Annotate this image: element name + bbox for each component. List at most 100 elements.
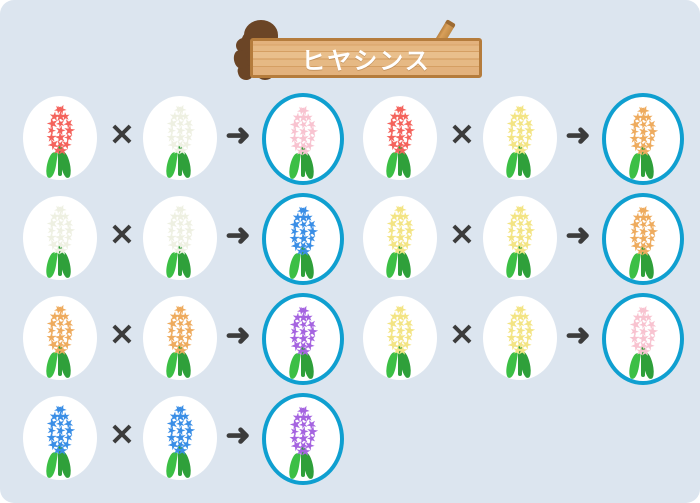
result-disc-highlighted	[262, 393, 344, 485]
hyacinth-flower	[278, 205, 328, 281]
hyacinth-flower	[375, 304, 425, 380]
parent2-flower[interactable]	[480, 92, 560, 184]
result-flower[interactable]	[262, 392, 344, 485]
result-arrow-icon: ➜	[225, 119, 251, 152]
floret	[54, 210, 66, 222]
flower-disc	[363, 196, 437, 280]
flower-disc	[23, 396, 97, 480]
cross-grid: ✕➜✕➜✕➜✕➜✕➜✕➜✕➜	[0, 88, 700, 503]
hyacinth-flower	[35, 204, 85, 280]
cross-operator-icon: ✕	[449, 119, 475, 152]
parent2-flower[interactable]	[140, 92, 220, 184]
flower-disc	[143, 396, 217, 480]
result-flower[interactable]	[602, 292, 684, 385]
floret	[514, 310, 526, 322]
hyacinth-flower	[495, 104, 545, 180]
flower-disc	[23, 96, 97, 180]
floret	[394, 210, 406, 222]
hyacinth-flower	[618, 305, 668, 381]
result-arrow-icon: ➜	[565, 219, 591, 252]
page-title: ヒヤシンス	[301, 47, 431, 75]
chart-header: ヒヤシンス	[0, 0, 700, 88]
leaf	[288, 452, 301, 480]
cross-pair: ✕➜	[20, 188, 360, 288]
floret	[174, 210, 186, 222]
hyacinth-flower	[618, 205, 668, 281]
cross-pair: ✕➜	[20, 288, 360, 388]
hyacinth-flower	[155, 404, 205, 480]
parent2-flower[interactable]	[480, 292, 560, 384]
flower-disc	[483, 96, 557, 180]
result-arrow-icon: ➜	[565, 119, 591, 152]
floret	[640, 146, 651, 157]
result-flower[interactable]	[262, 292, 344, 385]
stem	[178, 146, 182, 176]
cross-row: ✕➜	[0, 388, 700, 488]
cross-pair: ✕➜	[20, 388, 360, 488]
parent2-flower[interactable]	[140, 292, 220, 384]
flower-disc	[483, 296, 557, 380]
stem	[58, 246, 62, 276]
leaf	[165, 251, 178, 279]
leaf	[385, 151, 398, 179]
floret	[174, 310, 186, 322]
floret	[54, 110, 66, 122]
parent1-flower[interactable]	[20, 292, 100, 384]
floret	[57, 245, 68, 256]
leaf	[165, 151, 178, 179]
stem	[58, 146, 62, 176]
parent2-flower[interactable]	[140, 392, 220, 484]
floret	[297, 211, 309, 223]
flower-spike	[164, 404, 196, 454]
stem	[641, 247, 645, 277]
floret	[637, 211, 649, 223]
hyacinth-flower	[278, 105, 328, 181]
parent2-flower[interactable]	[140, 192, 220, 284]
parent1-flower[interactable]	[360, 192, 440, 284]
flower-spike	[287, 405, 319, 455]
flower-spike	[287, 305, 319, 355]
result-flower[interactable]	[262, 192, 344, 285]
parent1-flower[interactable]	[20, 192, 100, 284]
result-arrow-icon: ➜	[225, 319, 251, 352]
leaf	[628, 352, 641, 380]
floret	[297, 411, 309, 423]
cross-operator-icon: ✕	[449, 319, 475, 352]
flower-spike	[164, 204, 196, 254]
leaf	[45, 451, 58, 479]
result-flower[interactable]	[602, 92, 684, 185]
signboard-plank	[250, 38, 482, 78]
floret	[300, 246, 311, 257]
cross-operator-icon: ✕	[109, 119, 135, 152]
cross-operator-icon: ✕	[109, 219, 135, 252]
flower-spike	[627, 105, 659, 155]
cross-operator-icon: ✕	[109, 319, 135, 352]
result-flower[interactable]	[262, 92, 344, 185]
stem	[518, 346, 522, 376]
parent1-flower[interactable]	[360, 292, 440, 384]
flower-spike	[627, 205, 659, 255]
parent2-flower[interactable]	[480, 192, 560, 284]
floret	[517, 145, 528, 156]
floret	[57, 145, 68, 156]
stem	[301, 147, 305, 177]
floret	[54, 310, 66, 322]
stem	[641, 347, 645, 377]
floret	[297, 111, 309, 123]
floret	[394, 110, 406, 122]
floret	[397, 345, 408, 356]
flower-spike	[504, 104, 536, 154]
cross-row: ✕➜✕➜	[0, 88, 700, 188]
parent1-flower[interactable]	[360, 92, 440, 184]
parent1-flower[interactable]	[20, 92, 100, 184]
result-flower[interactable]	[602, 192, 684, 285]
leaf	[45, 351, 58, 379]
flower-spike	[287, 105, 319, 155]
parent1-flower[interactable]	[20, 392, 100, 484]
cross-pair: ✕➜	[360, 188, 700, 288]
hyacinth-flower	[618, 105, 668, 181]
leaf	[628, 252, 641, 280]
floret	[397, 145, 408, 156]
cross-pair: ✕➜	[360, 88, 700, 188]
